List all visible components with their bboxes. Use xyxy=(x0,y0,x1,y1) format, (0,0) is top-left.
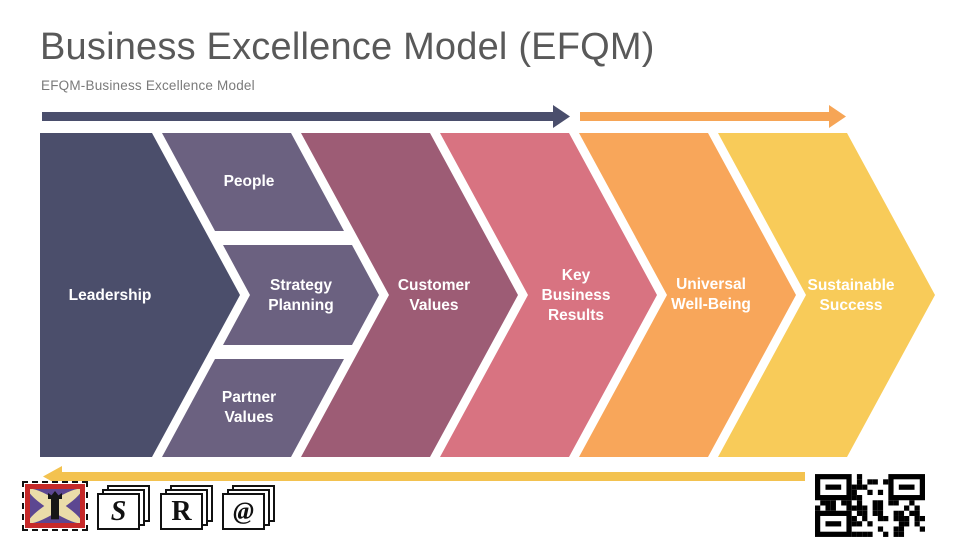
card-letter-r: R xyxy=(171,495,192,527)
flag-crown-icon xyxy=(48,491,62,499)
arrow-top-orange xyxy=(580,105,846,128)
chevron-strategy-planning xyxy=(223,245,379,345)
page-subtitle: EFQM-Business Excellence Model xyxy=(41,78,255,93)
qr-code xyxy=(815,474,925,537)
flag-tower-icon xyxy=(51,496,59,520)
arrow-bottom-gold xyxy=(43,466,805,487)
chevron-key-business-results xyxy=(440,133,657,457)
chevron-leadership xyxy=(40,133,240,457)
flag-red-border xyxy=(25,484,85,528)
card-front: @ xyxy=(222,493,265,530)
card-letter-s: S xyxy=(110,495,127,527)
chevron-universal-well-being xyxy=(579,133,796,457)
card-front: R xyxy=(160,493,203,530)
flag-purple-field xyxy=(30,489,80,523)
stacked-card-r-icon: R xyxy=(160,485,216,533)
arrow-top-dark xyxy=(42,105,570,128)
stacked-card-s-icon: S xyxy=(97,485,153,533)
stacked-card-at-icon: @ xyxy=(222,485,278,533)
flag-logo-icon xyxy=(22,481,88,531)
card-front: S xyxy=(97,493,140,530)
chevron-partner-values xyxy=(162,359,344,457)
card-letter-at: @ xyxy=(233,498,254,525)
chevron-sustainable-success xyxy=(718,133,935,457)
chevron-customer-values xyxy=(301,133,518,457)
chevron-people xyxy=(162,133,344,231)
page-title: Business Excellence Model (EFQM) xyxy=(40,26,655,68)
